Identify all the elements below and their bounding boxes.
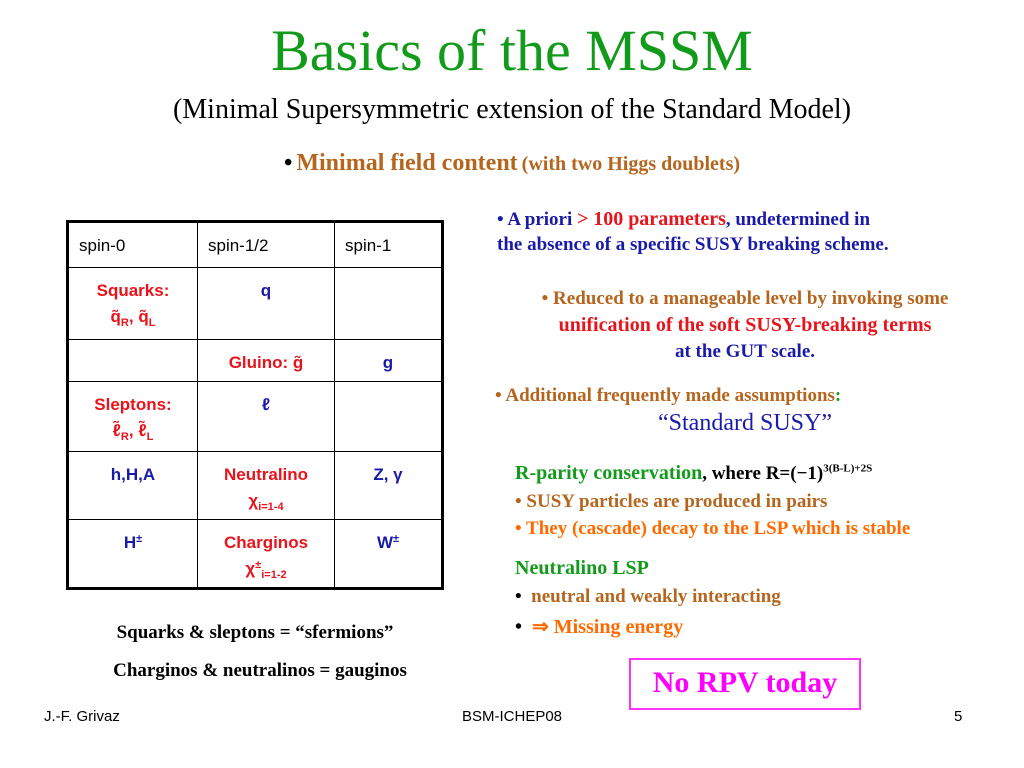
header-spin-1: spin-1: [334, 221, 443, 268]
footer-author: J.-F. Grivaz: [44, 708, 120, 725]
squarks-symbols: q̃R, q̃L: [110, 306, 156, 329]
susy-pairs: • SUSY particles are produced in pairs: [515, 491, 828, 512]
missing-energy: • ⇒ Missing energy: [515, 616, 684, 638]
standard-susy: “Standard SUSY”: [658, 410, 832, 436]
footer-conference: BSM-ICHEP08: [461, 708, 563, 725]
neutralino-symbol: χi=1-4: [248, 490, 284, 513]
apriori-text: • A priori > 100 parameters, undetermine…: [497, 208, 889, 256]
cell-gluino: Gluino: g̃: [197, 339, 335, 382]
slide-subtitle: (Minimal Supersymmetric extension of the…: [172, 94, 852, 125]
cell-empty: [334, 267, 443, 340]
header-spin-0: spin-0: [67, 221, 198, 268]
chargino-symbol: χ±i=1-2: [245, 558, 287, 581]
slide-title: Basics of the MSSM: [271, 18, 753, 83]
table-row-neutralino: h,H,A Neutralino χi=1-4 Z, γ: [67, 451, 443, 520]
gauginos-note: Charginos & neutralinos = gauginos: [113, 660, 407, 681]
table-row-sleptons: Sleptons: ℓ̃R, ℓ̃L ℓ: [67, 381, 443, 452]
cell-squarks: Squarks: q̃R, q̃L: [67, 267, 198, 340]
no-rpv-box: No RPV today: [629, 658, 861, 710]
additional-assumptions: • Additional frequently made assumptions…: [495, 385, 842, 406]
sfermions-note: Squarks & sleptons = “sfermions”: [116, 622, 394, 643]
header-spin-half: spin-1/2: [197, 221, 335, 268]
neutral-weakly: • neutral and weakly interacting: [515, 586, 781, 607]
cell-w-boson: W±: [334, 519, 443, 589]
field-content-main: Minimal field content: [296, 150, 518, 176]
squarks-label: Squarks:: [96, 281, 170, 300]
sleptons-symbols: ℓ̃R, ℓ̃L: [112, 420, 154, 443]
cascade-decay: • They (cascade) decay to the LSP which …: [515, 518, 911, 539]
cell-quark: q: [197, 267, 335, 340]
field-content-line: • Minimal field content (with two Higgs …: [0, 150, 1024, 177]
charginos-label: Charginos: [223, 533, 309, 552]
footer-page-number: 5: [954, 708, 963, 725]
r-parity-line: R-parity conservation, where R=(−1)3(B-L…: [515, 462, 873, 484]
neutralino-lsp: Neutralino LSP: [515, 557, 649, 579]
cell-empty: [334, 381, 443, 452]
reduced-text: • Reduced to a manageable level by invok…: [541, 288, 949, 362]
sleptons-label: Sleptons:: [94, 395, 172, 414]
neutralino-label: Neutralino: [223, 465, 309, 484]
bullet: •: [283, 150, 293, 176]
cell-lepton: ℓ: [197, 381, 335, 452]
cell-empty: [67, 339, 198, 382]
cell-charged-higgs: H±: [67, 519, 198, 589]
cell-z-gamma: Z, γ: [334, 451, 443, 520]
table-header-row: spin-0 spin-1/2 spin-1: [67, 221, 443, 268]
field-content-paren: (with two Higgs doublets): [521, 153, 741, 175]
table-row-charginos: H± Charginos χ±i=1-2 W±: [67, 519, 443, 589]
particle-table: spin-0 spin-1/2 spin-1 Squarks: q̃R, q̃L…: [66, 220, 444, 590]
cell-gluon: g: [334, 339, 443, 382]
cell-higgs: h,H,A: [67, 451, 198, 520]
cell-charginos: Charginos χ±i=1-2: [197, 519, 335, 589]
cell-sleptons: Sleptons: ℓ̃R, ℓ̃L: [67, 381, 198, 452]
table-row-gluino: Gluino: g̃ g: [67, 339, 443, 382]
cell-neutralino: Neutralino χi=1-4: [197, 451, 335, 520]
table-row-squarks: Squarks: q̃R, q̃L q: [67, 267, 443, 340]
